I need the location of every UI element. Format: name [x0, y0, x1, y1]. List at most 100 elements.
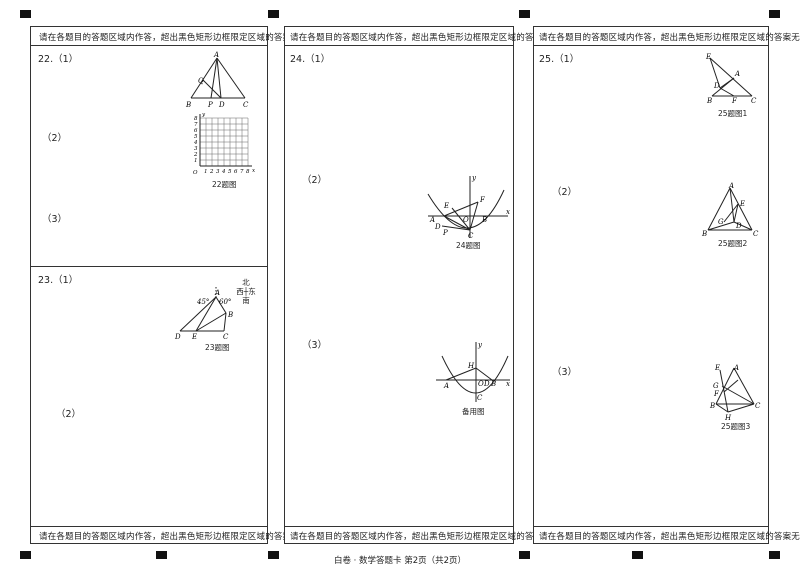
q22-triangle-figure: A Q B P D C: [185, 51, 249, 109]
tick-label: 7: [194, 122, 198, 128]
q23-part2-label: （2）: [56, 409, 82, 420]
point-label: B: [701, 230, 707, 238]
q22-part3-label: （3）: [42, 214, 68, 225]
registration-mark: [268, 10, 279, 18]
point-label: A: [214, 289, 220, 297]
q24-part2-label: （2）: [302, 175, 328, 186]
q25-part2-label: （2）: [552, 187, 578, 198]
point-label: C: [243, 101, 249, 109]
registration-mark: [156, 551, 167, 559]
compass-east: 东: [248, 287, 256, 296]
point-label: G: [718, 218, 724, 226]
point-label: F: [713, 390, 720, 398]
point-label: E: [191, 333, 197, 341]
point-label: G: [713, 382, 719, 390]
notice-divider: [533, 45, 769, 46]
point-label: O: [463, 216, 469, 224]
registration-mark: [519, 10, 530, 18]
registration-mark: [20, 10, 31, 18]
point-label: H: [467, 362, 475, 370]
point-label: C: [751, 97, 757, 105]
registration-mark: [519, 551, 530, 559]
point-label: P: [442, 229, 448, 237]
point-label: Q: [198, 77, 204, 85]
q22-part2-label: （2）: [42, 133, 68, 144]
angle-label: 60°: [219, 298, 231, 306]
compass-west: 西: [236, 287, 244, 296]
point-label: B: [490, 380, 496, 388]
q23-label: 23.（1）: [38, 275, 79, 286]
q24-caption-1: 24题图: [456, 241, 481, 250]
q22-caption: 22题图: [212, 180, 237, 189]
q23-caption: 23题图: [205, 343, 230, 352]
registration-mark: [268, 551, 279, 559]
point-label: A: [429, 216, 435, 224]
point-label: B: [709, 402, 715, 410]
q25-figure-2: A E G D B C: [701, 182, 759, 238]
tick-label: 6: [194, 128, 198, 134]
bottom-notice: 请在各题目的答题区域内作答，超出黑色矩形边框限定区域的答案无效: [290, 532, 560, 542]
tick-label: 3: [216, 169, 220, 175]
registration-mark: [769, 10, 780, 18]
q25-label: 25.（1）: [539, 54, 580, 65]
point-label: F: [479, 196, 486, 204]
notice-divider: [284, 45, 514, 46]
compass-south: 南: [242, 296, 250, 305]
point-label: O: [478, 380, 484, 388]
point-label: B: [185, 101, 191, 109]
tick-label: 7: [240, 169, 244, 175]
registration-mark: [20, 551, 31, 559]
point-label: H: [724, 414, 732, 422]
question-divider: [30, 266, 268, 267]
notice-divider: [30, 526, 268, 527]
top-notice: 请在各题目的答题区域内作答，超出黑色矩形边框限定区域的答案无效: [539, 33, 800, 43]
notice-divider: [533, 526, 769, 527]
tick-label: 4: [221, 169, 226, 175]
tick-label: 6: [234, 169, 238, 175]
answer-panel-left: [30, 26, 268, 544]
point-label: C: [753, 230, 759, 238]
point-label: D: [713, 82, 720, 90]
point-label: D: [218, 101, 225, 109]
compass-north: 北: [242, 278, 250, 287]
registration-mark: [769, 551, 780, 559]
tick-label: 8: [194, 116, 198, 122]
q25-figure-1: E A D B F C: [705, 53, 757, 105]
angle-label: 45°: [196, 298, 209, 306]
point-label: C: [477, 394, 483, 402]
point-label: A: [443, 382, 449, 390]
tick-label: 5: [228, 169, 232, 175]
q24-caption-2: 备用图: [462, 407, 485, 416]
point-label: A: [728, 182, 734, 190]
registration-mark: [632, 551, 643, 559]
compass-row: 西┼东: [236, 287, 256, 296]
q23-figure: 45° 60° A B C D E: [174, 287, 233, 341]
point-label: C: [223, 333, 229, 341]
point-label: A: [733, 364, 739, 372]
q24-part3-label: （3）: [302, 340, 328, 351]
axis-label: x: [252, 168, 256, 174]
q25-figure-3: E G A F B H C: [709, 364, 761, 422]
answer-panel-right: [533, 26, 769, 544]
q25-caption-1: 25题图1: [718, 109, 748, 118]
tick-label: 3: [194, 146, 198, 152]
point-label: E: [739, 200, 745, 208]
point-label: D: [434, 223, 441, 231]
answer-panel-middle: [284, 26, 514, 544]
tick-label: 2: [193, 152, 198, 158]
tick-label: 4: [193, 140, 198, 146]
top-notice: 请在各题目的答题区域内作答，超出黑色矩形边框限定区域的答案无效: [39, 33, 309, 43]
axis-label: O: [193, 170, 198, 176]
axis-label: x: [506, 208, 510, 216]
q24-figure-2: y x H A O D B C: [436, 341, 510, 402]
point-label: C: [755, 402, 761, 410]
q24-label: 24.（1）: [290, 54, 331, 65]
tick-label: 2: [209, 169, 214, 175]
point-label: D: [735, 222, 742, 230]
q22-label: 22.（1）: [38, 54, 79, 65]
point-label: F: [731, 97, 738, 105]
point-label: A: [213, 51, 219, 59]
point-label: P: [207, 101, 213, 109]
bottom-notice: 请在各题目的答题区域内作答，超出黑色矩形边框限定区域的答案无效: [39, 532, 309, 542]
q24-figure-1: y x E F A O B D P C: [427, 174, 510, 240]
